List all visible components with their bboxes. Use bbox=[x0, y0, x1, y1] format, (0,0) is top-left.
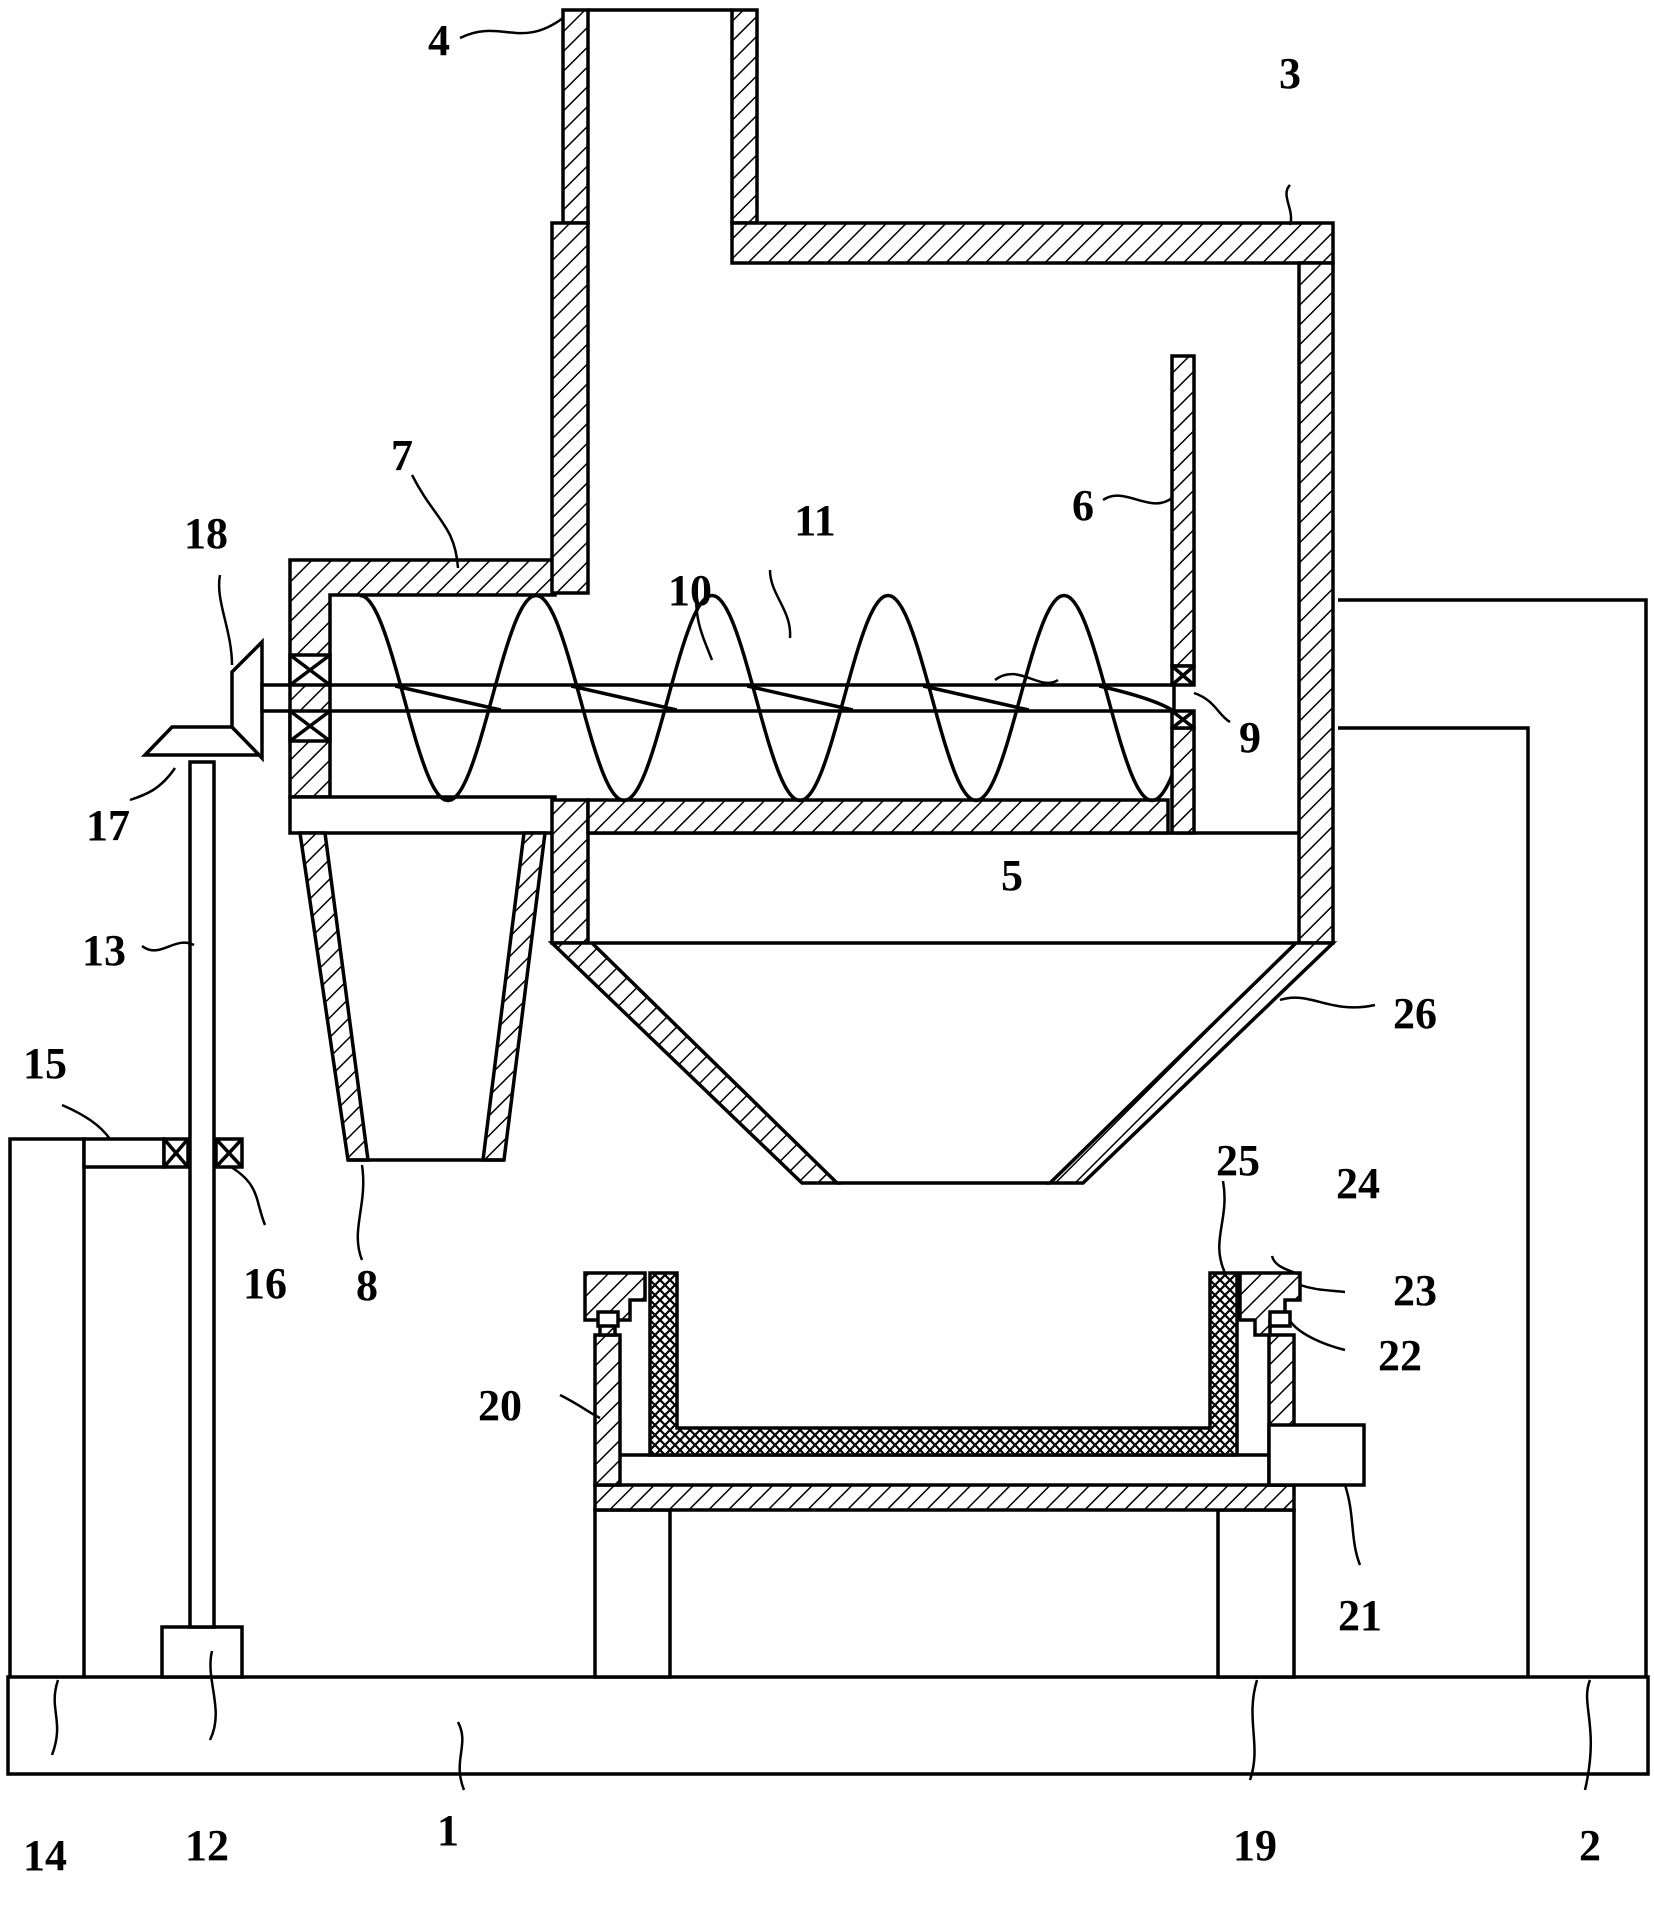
vibrator-21 bbox=[1267, 1423, 1366, 1487]
label-1: 1 bbox=[437, 1806, 459, 1855]
label-14: 14 bbox=[23, 1831, 67, 1880]
funnel-26-left bbox=[547, 941, 842, 1185]
label-12: 12 bbox=[185, 1821, 229, 1870]
bearing-16b-cross bbox=[214, 1137, 244, 1169]
barrel-seal-top-x bbox=[288, 653, 332, 687]
funnel-26-edges bbox=[592, 941, 1296, 1185]
bevel-gear-18 bbox=[230, 637, 264, 763]
baffle-6-lower bbox=[1170, 726, 1196, 835]
label-13: 13 bbox=[82, 926, 126, 975]
label-25: 25 bbox=[1216, 1136, 1260, 1185]
label-26: 26 bbox=[1393, 989, 1437, 1038]
label-16: 16 bbox=[243, 1259, 287, 1308]
label-10: 10 bbox=[668, 566, 712, 615]
housing-3-top-wall bbox=[730, 221, 1335, 265]
screw-blade-11 bbox=[359, 593, 1174, 803]
housing-3-left-wall-lower bbox=[550, 798, 590, 945]
label-23: 23 bbox=[1393, 1266, 1437, 1315]
left-frame bbox=[8, 1137, 86, 1677]
label-4: 4 bbox=[428, 16, 450, 65]
right-frame bbox=[1338, 598, 1648, 1677]
label-2: 2 bbox=[1579, 1821, 1601, 1870]
label-24: 24 bbox=[1336, 1159, 1380, 1208]
screen-25 bbox=[648, 1271, 1239, 1457]
housing-3-left-wall-upper bbox=[550, 221, 590, 595]
barrel-seal-bottom-x bbox=[288, 709, 332, 743]
support-leg-19-right bbox=[1216, 1508, 1296, 1679]
barrel-bottom-7 bbox=[288, 795, 557, 835]
funnel-26-right bbox=[1045, 941, 1338, 1185]
screw-shaft-10 bbox=[260, 683, 1176, 713]
bearing-9-bottom-x bbox=[1170, 709, 1196, 730]
label-19: 19 bbox=[1233, 1821, 1277, 1870]
motor-12 bbox=[160, 1625, 244, 1679]
feed-pipe-4-left bbox=[561, 8, 590, 225]
label-21: 21 bbox=[1338, 1591, 1382, 1640]
label-7: 7 bbox=[391, 431, 413, 480]
bracket-15 bbox=[82, 1137, 166, 1169]
outlet-hopper-8-left bbox=[297, 831, 370, 1162]
label-20: 20 bbox=[478, 1381, 522, 1430]
support-leg-19-left bbox=[593, 1508, 672, 1679]
vertical-shaft-13 bbox=[188, 760, 216, 1629]
baffle-6-upper bbox=[1170, 354, 1196, 668]
label-18: 18 bbox=[184, 509, 228, 558]
housing-3-right-wall bbox=[1297, 261, 1335, 945]
label-22: 22 bbox=[1378, 1331, 1422, 1380]
label-3: 3 bbox=[1279, 49, 1301, 98]
label-15: 15 bbox=[23, 1039, 67, 1088]
slider-22-left bbox=[596, 1310, 620, 1328]
label-5: 5 bbox=[1001, 851, 1023, 900]
label-11: 11 bbox=[794, 496, 836, 545]
slider-22-right bbox=[1268, 1310, 1292, 1328]
bearing-9-top-x bbox=[1170, 664, 1196, 687]
label-9: 9 bbox=[1239, 713, 1261, 762]
label-8: 8 bbox=[356, 1261, 378, 1310]
partition-plate-5 bbox=[586, 798, 1170, 835]
feed-pipe-4-right bbox=[730, 8, 759, 225]
frame-20-bottom bbox=[593, 1483, 1296, 1512]
label-6: 6 bbox=[1072, 481, 1094, 530]
leader-lines bbox=[50, 16, 1592, 1791]
base-plate bbox=[6, 1675, 1650, 1776]
label-17: 17 bbox=[86, 801, 130, 850]
frame-20-left-wall bbox=[593, 1333, 622, 1487]
outlet-hopper-8-right bbox=[481, 831, 547, 1162]
bearing-16a-cross bbox=[162, 1137, 190, 1169]
